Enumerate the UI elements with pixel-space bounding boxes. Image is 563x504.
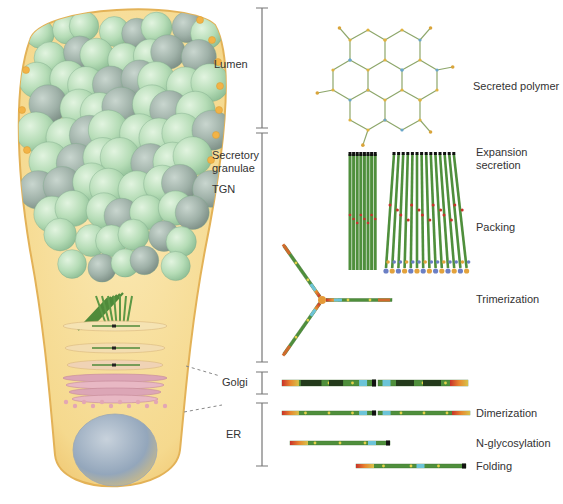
stage-label: Secretory granulae	[212, 149, 260, 175]
mucin-molecules	[282, 152, 471, 469]
step-label: N-glycosylation	[476, 437, 551, 450]
cell-organelles	[19, 17, 224, 487]
step-label: Packing	[476, 221, 515, 234]
step-label: Folding	[476, 460, 512, 473]
leader-lines	[184, 366, 222, 412]
stage-label: TGN	[212, 183, 235, 196]
stage-brackets	[256, 8, 268, 466]
step-label: Expansion secretion	[476, 146, 542, 172]
step-label: Trimerization	[476, 293, 539, 306]
secretory-granules	[16, 11, 232, 282]
step-label: Secreted polymer	[473, 80, 559, 93]
step-label: Dimerization	[476, 407, 537, 420]
stage-label: ER	[226, 428, 241, 441]
secreted-polymer	[315, 26, 454, 147]
stage-label: Lumen	[214, 58, 248, 71]
stage-label: Golgi	[222, 376, 248, 389]
